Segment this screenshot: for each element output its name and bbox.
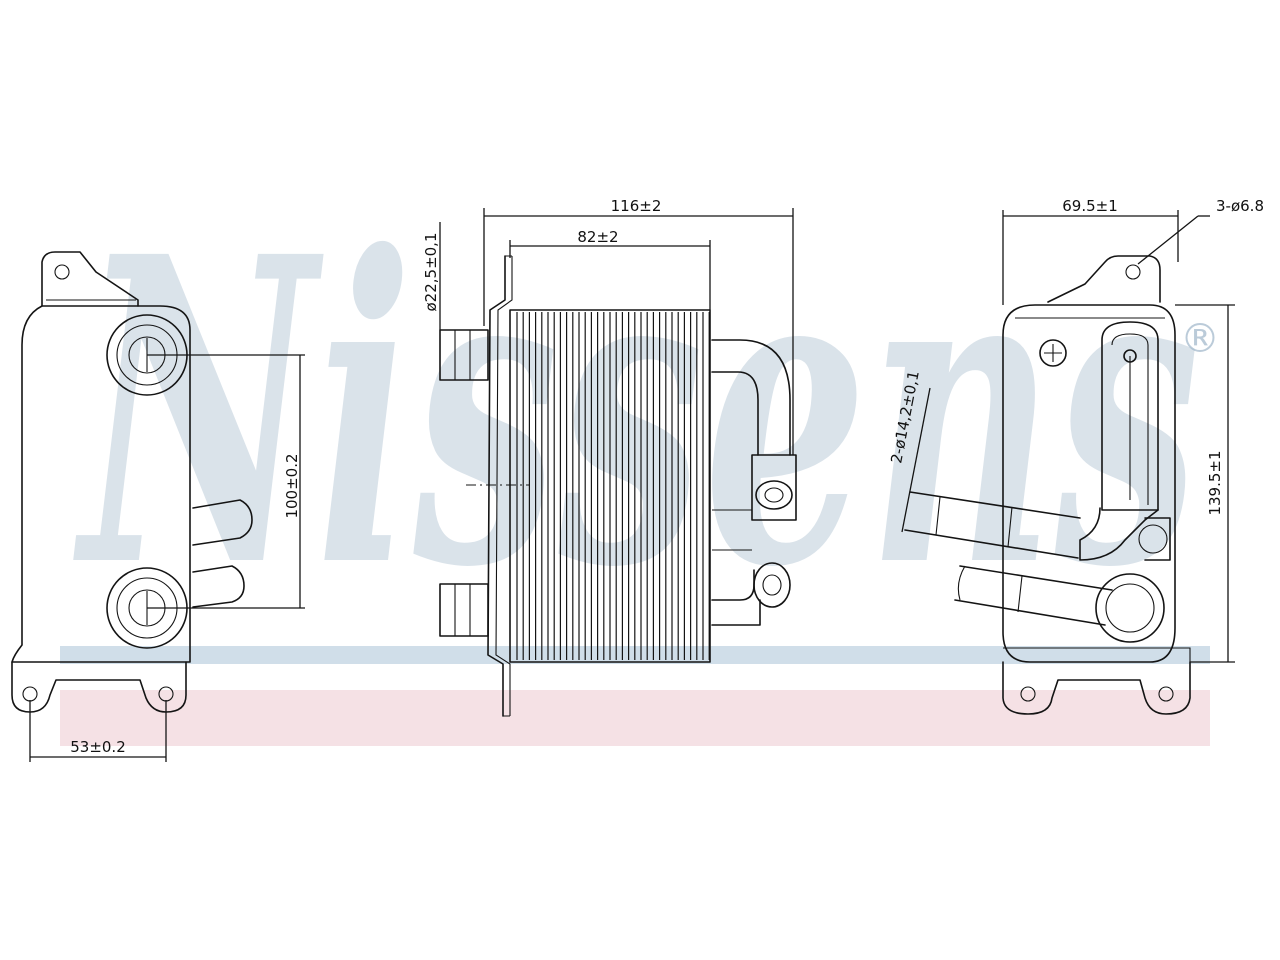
height-label: 139.5±1 bbox=[1206, 450, 1224, 515]
flange-diameter-label: ø22,5±0,1 bbox=[422, 233, 440, 312]
front-view-dimensions: 116±2 82±2 ø22,5±0,1 bbox=[422, 197, 794, 455]
core-width-label: 82±2 bbox=[577, 228, 618, 246]
right-side-view bbox=[904, 255, 1191, 715]
left-side-view bbox=[11, 251, 253, 713]
overall-width-label: 116±2 bbox=[611, 197, 662, 215]
center-distance-label: 100±0.2 bbox=[283, 453, 301, 518]
mount-spacing-label: 53±0.2 bbox=[70, 738, 126, 756]
watermark-band-pink bbox=[60, 690, 1210, 746]
brand-watermark: Nissens ® bbox=[60, 167, 1220, 746]
registered-mark: ® bbox=[1180, 316, 1220, 362]
mount-holes-label: 3-ø6.8 bbox=[1216, 197, 1264, 215]
watermark-logo-text: Nissens bbox=[72, 167, 1200, 660]
left-view-dimensions: 100±0.2 53±0.2 bbox=[29, 354, 305, 762]
front-view bbox=[439, 255, 797, 717]
cooler-fins bbox=[516, 312, 710, 660]
depth-label: 69.5±1 bbox=[1062, 197, 1118, 215]
